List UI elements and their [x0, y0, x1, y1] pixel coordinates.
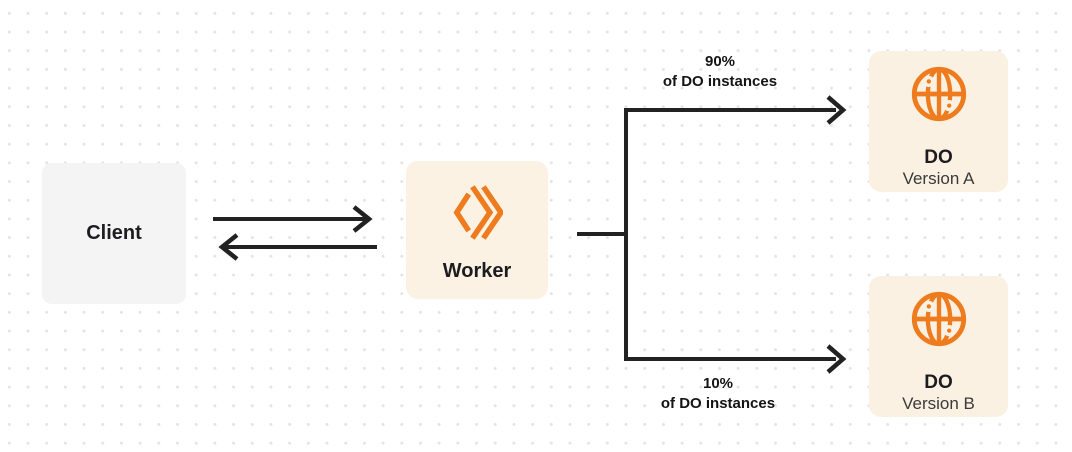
- cloudflare-workers-icon: [451, 184, 505, 246]
- edge-label-10-percent-value: 10%: [702, 375, 734, 392]
- globe-icon: [908, 288, 970, 355]
- arrow-client-to-worker: [213, 205, 373, 233]
- do-a-title: DO: [924, 147, 953, 168]
- edge-label-90-percent-value: 90%: [704, 53, 736, 70]
- arrowhead-to-do-b: [826, 344, 847, 374]
- do-version-b-node: DO Version B: [869, 276, 1008, 417]
- client-node: Client: [42, 163, 186, 304]
- do-a-subtitle: Version A: [902, 169, 975, 188]
- arrowhead-to-do-a: [826, 95, 847, 125]
- edge-label-10-percent: 10% of DO instances: [608, 374, 828, 414]
- client-label: Client: [86, 222, 142, 244]
- worker-label: Worker: [442, 260, 512, 282]
- do-b-title: DO: [924, 372, 953, 393]
- do-version-a-node: DO Version A: [869, 51, 1008, 192]
- do-b-subtitle: Version B: [902, 394, 975, 413]
- globe-icon: [908, 63, 970, 130]
- edge-label-10-percent-caption: of DO instances: [660, 395, 776, 412]
- branch-worker-to-dos: [577, 95, 847, 374]
- edge-label-90-percent: 90% of DO instances: [610, 52, 830, 92]
- arrow-worker-to-client: [218, 233, 377, 261]
- worker-node: Worker: [406, 161, 548, 299]
- edge-label-90-percent-caption: of DO instances: [662, 73, 778, 90]
